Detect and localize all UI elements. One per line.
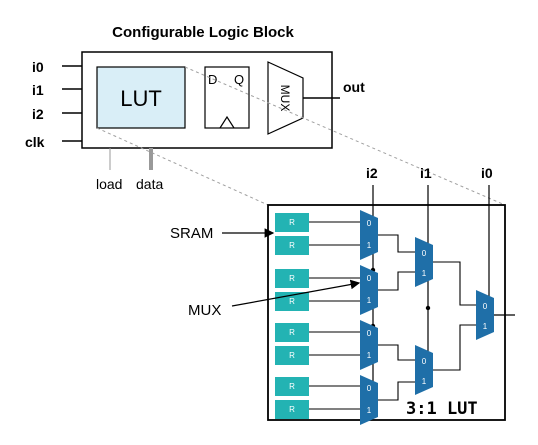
sram-cell-label: R: [289, 297, 295, 306]
mux-callout-arrow: [231, 279, 361, 307]
mux-level-2: [415, 237, 433, 395]
mux-port-1: 1: [422, 269, 427, 278]
sram-callout-label: SRAM: [170, 225, 213, 242]
sram-cell-label: R: [289, 328, 295, 337]
mux-l1-to-l2-wires: [378, 234, 415, 401]
sram-cell: [275, 400, 309, 419]
sram-cell: [275, 323, 309, 342]
mux-level-1: [360, 210, 378, 425]
output-label: out: [343, 79, 365, 95]
mux-port-1: 1: [483, 322, 488, 331]
mux-port-0: 0: [367, 274, 372, 283]
mux-shape: [415, 237, 433, 287]
mux-port-0: 0: [367, 329, 372, 338]
mux-l2-to-l3-wires: [433, 261, 476, 371]
mux-port-1: 1: [367, 406, 372, 415]
mux-port-1: 1: [367, 241, 372, 250]
sram-cell-label: R: [289, 241, 295, 250]
mux-port-0: 0: [422, 357, 427, 366]
sram-to-mux-wires: [309, 221, 360, 410]
mux-shape: [360, 265, 378, 315]
sram-pair-3: [275, 323, 309, 365]
sram-cell: [275, 236, 309, 255]
input-label-i2: i2: [32, 106, 44, 122]
sram-cell: [275, 346, 309, 365]
mux-port-labels: 0 1 0 1 0 1 0 1 0 1 0 1 0 1: [367, 219, 488, 415]
mux-final: [476, 290, 494, 340]
mux-callout-label: MUX: [188, 302, 221, 319]
mux-port-1: 1: [367, 351, 372, 360]
sram-cell: [275, 213, 309, 232]
mux-shape: [360, 210, 378, 260]
select-label-i0: i0: [481, 165, 493, 181]
mux-port-0: 0: [367, 219, 372, 228]
sram-cell: [275, 377, 309, 396]
select-label-i1: i1: [420, 165, 432, 181]
sram-pair-4: [275, 377, 309, 419]
lut-label: LUT: [120, 86, 162, 111]
data-label: data: [136, 176, 163, 192]
mux-port-1: 1: [367, 296, 372, 305]
mux-shape: [415, 345, 433, 395]
mux-port-0: 0: [367, 384, 372, 393]
mux-shape: [360, 375, 378, 425]
mux-shape: [360, 320, 378, 370]
clb-input-wires: [62, 65, 82, 142]
sram-cell-label: R: [289, 274, 295, 283]
sram-pair-1: [275, 213, 309, 255]
dff-d-label: D: [208, 72, 217, 87]
lut-block: [96, 66, 186, 129]
load-label: load: [96, 176, 122, 192]
sram-cell-label: R: [289, 218, 295, 227]
select-label-i2: i2: [366, 165, 378, 181]
input-label-i0: i0: [32, 59, 44, 75]
sram-cell-labels: R R R R R R R R: [289, 218, 295, 414]
sram-cell-label: R: [289, 351, 295, 360]
clb-title: Configurable Logic Block: [112, 24, 294, 41]
output-mux-label: MUX: [278, 85, 292, 112]
input-label-i1: i1: [32, 82, 44, 98]
input-label-clk: clk: [25, 134, 45, 150]
sram-cell: [275, 269, 309, 288]
dff-q-label: Q: [234, 72, 244, 87]
sram-cell-label: R: [289, 382, 295, 391]
mux-port-1: 1: [422, 377, 427, 386]
sram-cell-label: R: [289, 405, 295, 414]
sram-column: [275, 213, 309, 419]
dff-clock-triangle: [219, 115, 235, 129]
zoom-lines: [96, 66, 506, 206]
mux-port-0: 0: [483, 302, 488, 311]
lut-caption: 3:1 LUT: [406, 399, 478, 419]
mux-port-0: 0: [422, 249, 427, 258]
